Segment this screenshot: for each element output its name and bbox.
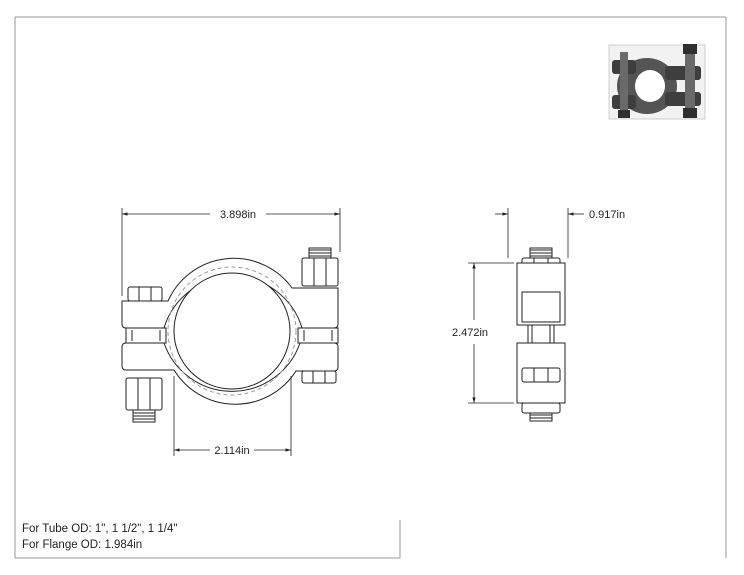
dim-height: 2.472in xyxy=(452,327,488,339)
flange-od-note: For Flange OD: 1.984in xyxy=(22,539,143,551)
dim-overall-width: 3.898in xyxy=(220,209,256,221)
dim-inner-span: 2.114in xyxy=(214,445,249,457)
isometric-view xyxy=(608,44,706,120)
dim-depth: 0.917in xyxy=(589,209,625,221)
front-dimensions xyxy=(121,208,341,456)
side-view xyxy=(516,247,566,422)
sheet-border xyxy=(14,16,727,559)
side-dimensions xyxy=(468,208,584,404)
front-view xyxy=(121,247,339,423)
tube-od-note: For Tube OD: 1", 1 1/2", 1 1/4" xyxy=(22,523,178,535)
